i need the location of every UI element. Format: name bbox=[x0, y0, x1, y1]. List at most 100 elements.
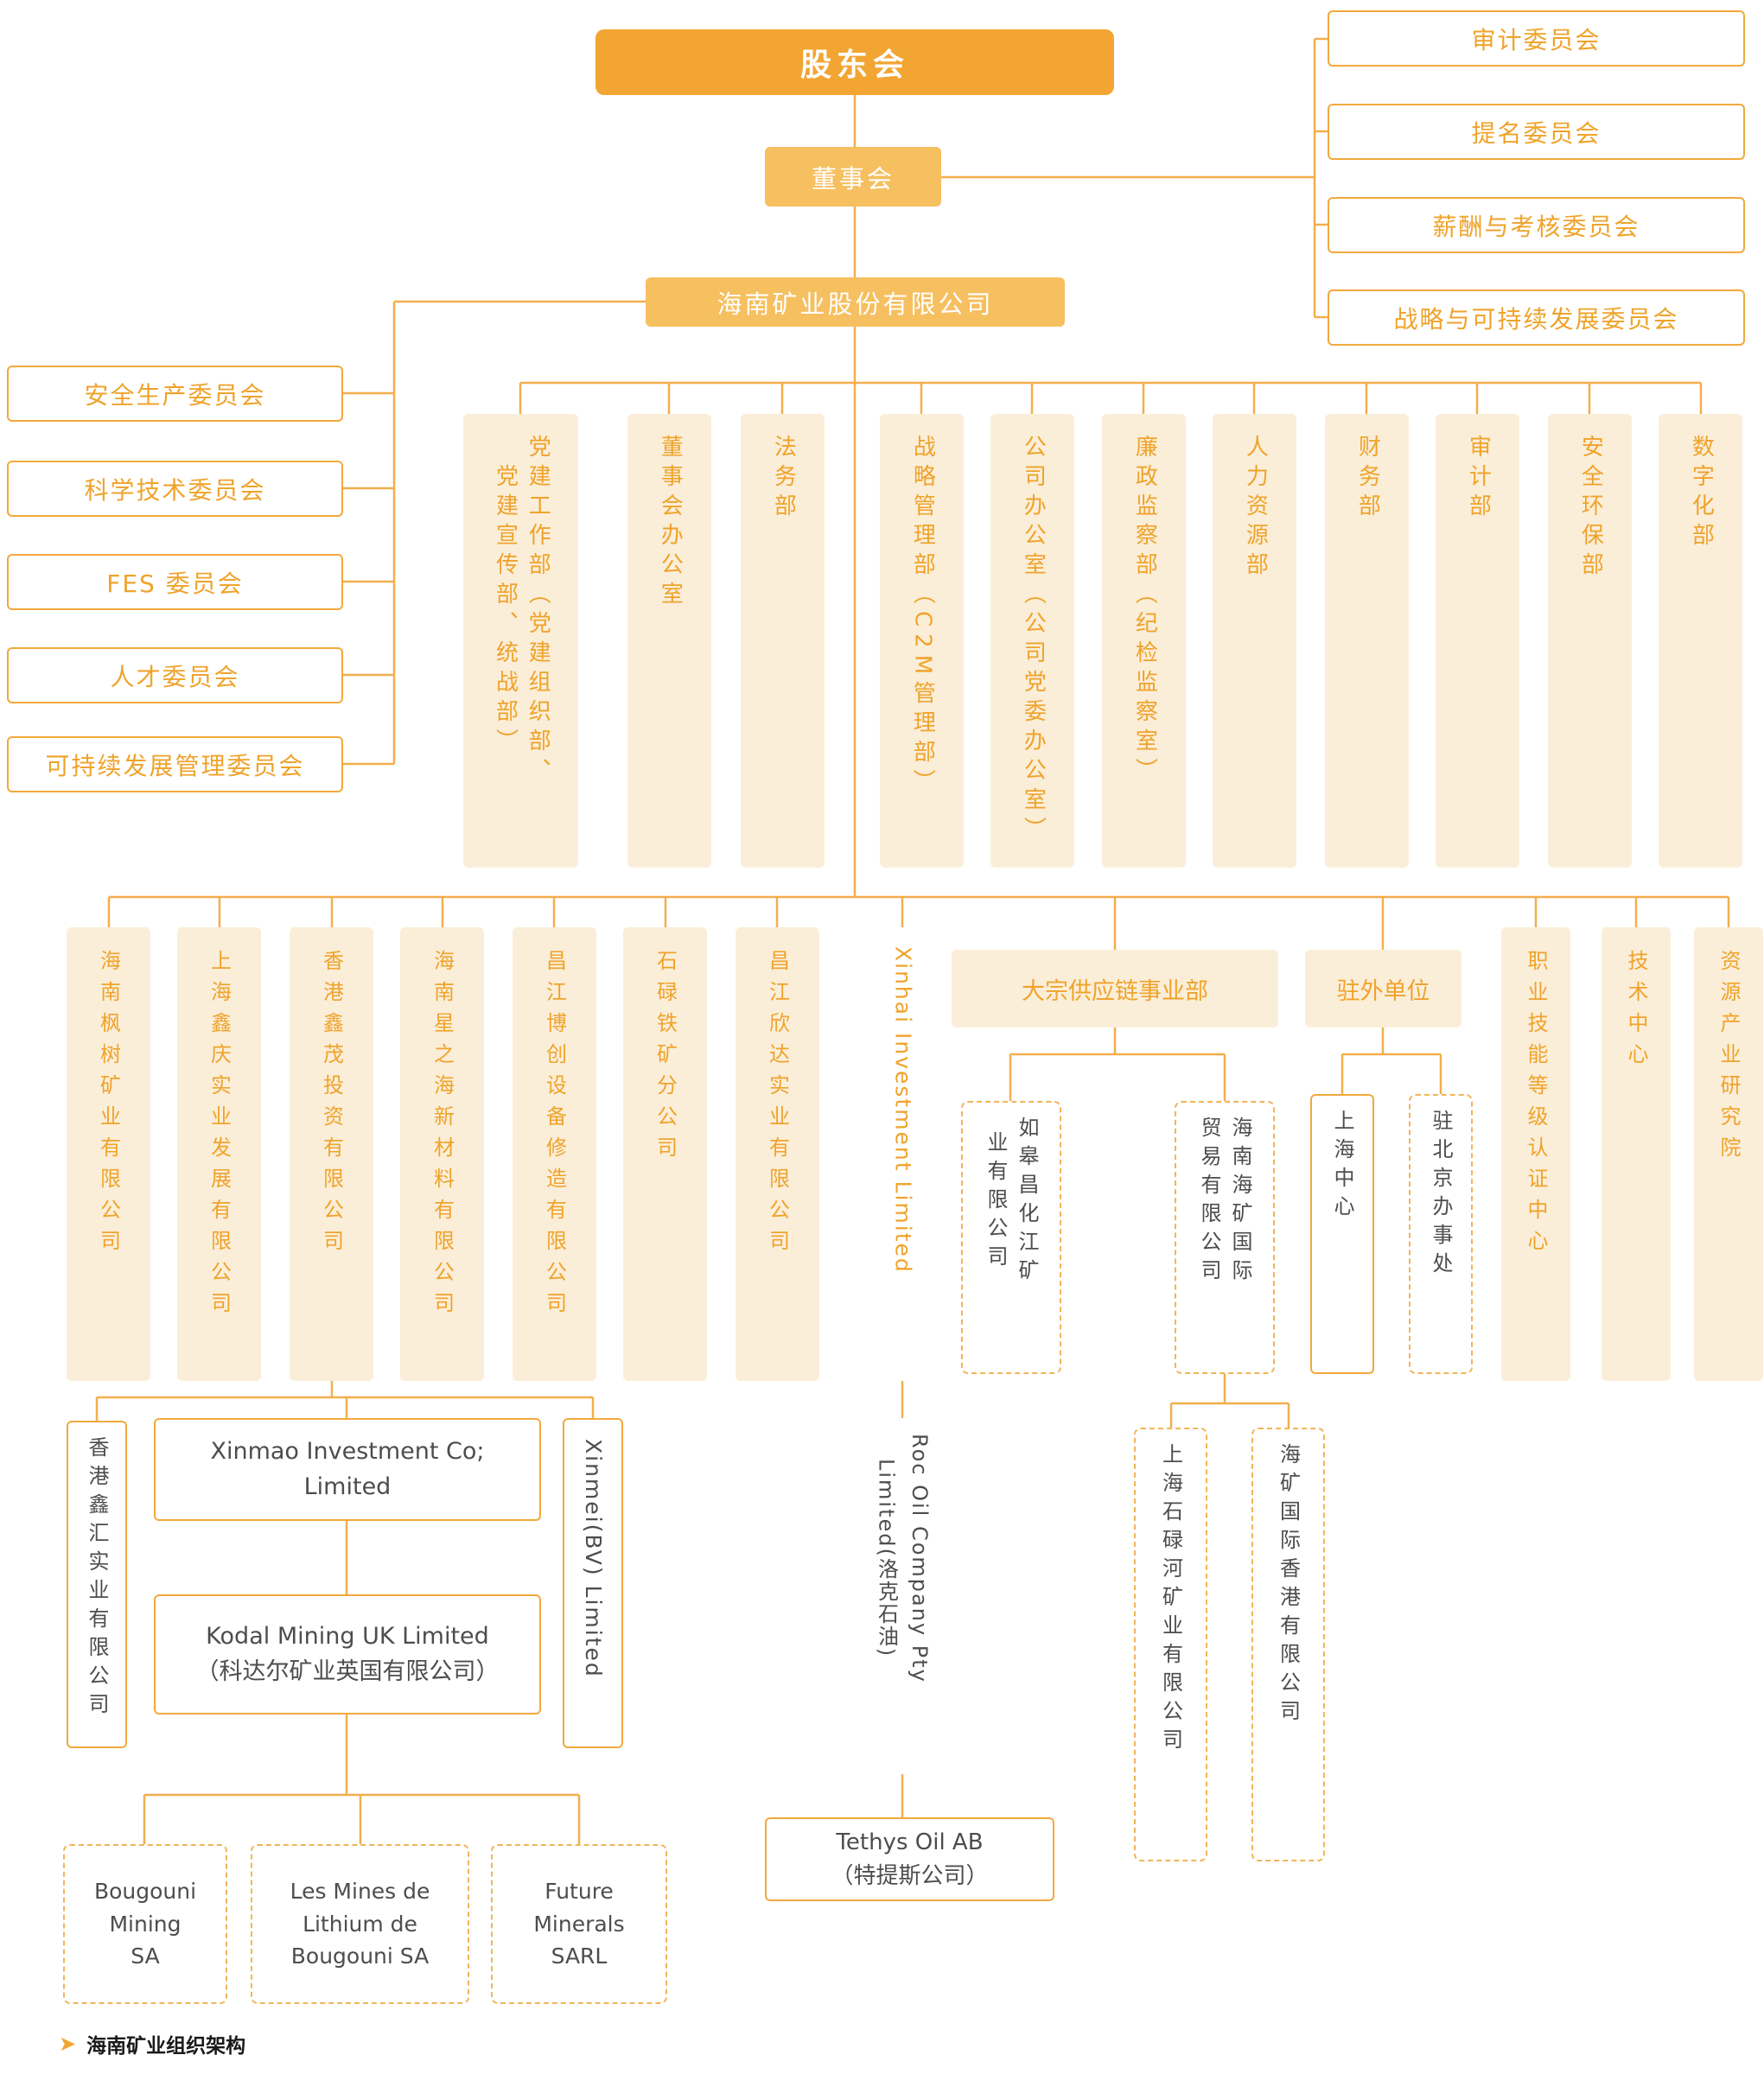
node-label: 职业技能等级认证中心 bbox=[1524, 950, 1548, 1261]
node-label: Les Mines de Lithium de Bougouni SA bbox=[290, 1879, 430, 1969]
node-label: 昌江博创设备修造有限公司 bbox=[542, 950, 567, 1323]
committee-nomination: 提名委员会 bbox=[1328, 104, 1745, 160]
dept-party-building: 党建工作部（党建组织部、 党建宣传部、统战部） bbox=[463, 414, 578, 868]
subsidiary-technology-center: 技术中心 bbox=[1602, 927, 1671, 1381]
node-label: 安全生产委员会 bbox=[84, 380, 266, 410]
unit-shanghai-center: 上海中心 bbox=[1310, 1094, 1374, 1374]
dept-strategy-management: 战略管理部（C2M管理部） bbox=[880, 414, 964, 868]
node-hainan-mining-company: 海南矿业股份有限公司 bbox=[646, 277, 1065, 327]
division-overseas-units: 驻外单位 bbox=[1305, 950, 1462, 1027]
company-xinmei-bv: Xinmei(BV) Limited bbox=[563, 1418, 623, 1748]
company-tethys-oil: Tethys Oil AB （特提斯公司） bbox=[765, 1817, 1054, 1901]
node-label: 人才委员会 bbox=[110, 662, 240, 691]
node-label: Kodal Mining UK Limited （科达尔矿业英国有限公司） bbox=[195, 1623, 500, 1685]
company-xinmao-investment: Xinmao Investment Co; Limited bbox=[154, 1418, 541, 1521]
node-label: 法务部 bbox=[770, 435, 797, 523]
node-label: 香港鑫汇实业有限公司 bbox=[85, 1436, 109, 1721]
subsidiary-resource-industry-institute: 资源产业研究院 bbox=[1694, 927, 1763, 1381]
company-shanghai-shiluhe-mining: 上海石碌河矿业有限公司 bbox=[1134, 1428, 1207, 1861]
node-label: 石碌铁矿分公司 bbox=[653, 950, 678, 1167]
node-label: 海南海矿国际 贸易有限公司 bbox=[1197, 1116, 1252, 1288]
node-label: 上海中心 bbox=[1330, 1110, 1354, 1224]
node-label: Roc Oil Company Pty Limited(洛克石油) bbox=[874, 1434, 932, 1683]
node-label: 廉政监察部（纪检监察室） bbox=[1131, 435, 1158, 787]
node-label: 上海石碌河矿业有限公司 bbox=[1158, 1443, 1183, 1757]
node-label: 驻北京办事处 bbox=[1429, 1110, 1453, 1281]
node-label: Bougouni Mining SA bbox=[93, 1879, 197, 1969]
company-les-mines-de-lithium: Les Mines de Lithium de Bougouni SA bbox=[251, 1844, 469, 2004]
node-label: 如皋昌化江矿 业有限公司 bbox=[984, 1116, 1039, 1288]
node-label: 提名委员会 bbox=[1471, 118, 1602, 148]
company-hk-xinhui-industrial: 香港鑫汇实业有限公司 bbox=[67, 1421, 127, 1748]
node-label: Xinmei(BV) Limited bbox=[580, 1439, 606, 1678]
node-label: 海南枫树矿业有限公司 bbox=[96, 950, 121, 1261]
dept-board-office: 董事会办公室 bbox=[627, 414, 711, 868]
node-label: 战略管理部（C2M管理部） bbox=[909, 435, 936, 799]
node-label: 海南矿业股份有限公司 bbox=[716, 289, 994, 319]
node-label: FES 委员会 bbox=[106, 569, 244, 598]
node-label: 资源产业研究院 bbox=[1716, 950, 1741, 1167]
company-kodal-mining-uk: Kodal Mining UK Limited （科达尔矿业英国有限公司） bbox=[154, 1594, 541, 1714]
node-label: 昌江欣达实业有限公司 bbox=[765, 950, 790, 1261]
unit-beijing-office: 驻北京办事处 bbox=[1409, 1094, 1473, 1374]
committee-talent: 人才委员会 bbox=[7, 647, 343, 703]
node-label: 财务部 bbox=[1354, 435, 1381, 523]
subsidiary-shilu-iron-mine-branch: 石碌铁矿分公司 bbox=[623, 927, 707, 1381]
node-label: 人力资源部 bbox=[1242, 435, 1269, 582]
node-label: 技术中心 bbox=[1624, 950, 1648, 1074]
node-label: Xinmao Investment Co; Limited bbox=[210, 1438, 485, 1500]
node-label: 党建工作部（党建组织部、 党建宣传部、统战部） bbox=[492, 435, 551, 787]
caption-text: 海南矿业组织架构 bbox=[86, 2035, 246, 2058]
committee-audit: 审计委员会 bbox=[1328, 10, 1745, 67]
node-shareholders-meeting: 股东会 bbox=[595, 29, 1114, 95]
node-label: Tethys Oil AB （特提斯公司） bbox=[831, 1829, 989, 1889]
company-bougouni-mining: Bougouni Mining SA bbox=[63, 1844, 227, 2004]
dept-legal: 法务部 bbox=[741, 414, 825, 868]
committee-remuneration-appraisal: 薪酬与考核委员会 bbox=[1328, 197, 1745, 253]
company-rugao-changhuajiang-mining: 如皋昌化江矿 业有限公司 bbox=[961, 1101, 1061, 1374]
company-hainan-haikuang-intl-trade: 海南海矿国际 贸易有限公司 bbox=[1175, 1101, 1275, 1374]
subsidiary-bochuang-equipment: 昌江博创设备修造有限公司 bbox=[513, 927, 596, 1381]
node-board-of-directors: 董事会 bbox=[765, 147, 941, 207]
dept-audit: 审计部 bbox=[1436, 414, 1519, 868]
subsidiary-xingzhihai-materials: 海南星之海新材料有限公司 bbox=[400, 927, 484, 1381]
subsidiary-skill-certification-center: 职业技能等级认证中心 bbox=[1501, 927, 1570, 1381]
node-label: 薪酬与考核委员会 bbox=[1432, 212, 1640, 241]
node-label: 驻外单位 bbox=[1336, 977, 1430, 1005]
node-label: 数字化部 bbox=[1688, 435, 1715, 552]
committee-fes: FES 委员会 bbox=[7, 554, 343, 610]
committee-safety-production: 安全生产委员会 bbox=[7, 366, 343, 422]
node-label: 董事会 bbox=[811, 163, 895, 194]
chart-caption: ➤ 海南矿业组织架构 bbox=[59, 2029, 245, 2058]
dept-finance: 财务部 bbox=[1325, 414, 1409, 868]
company-haikuang-intl-hongkong: 海矿国际香港有限公司 bbox=[1251, 1428, 1325, 1861]
node-label: 董事会办公室 bbox=[657, 435, 684, 611]
subsidiary-xinda-industrial: 昌江欣达实业有限公司 bbox=[736, 927, 819, 1381]
node-label: 股东会 bbox=[799, 48, 909, 83]
subsidiary-xinhai-investment: Xinhai Investment Limited bbox=[861, 927, 945, 1381]
division-bulk-supply-chain: 大宗供应链事业部 bbox=[952, 950, 1278, 1027]
node-label: 战略与可持续发展委员会 bbox=[1393, 304, 1679, 334]
subsidiary-xinqing-industrial: 上海鑫庆实业发展有限公司 bbox=[177, 927, 261, 1381]
node-label: 安全环保部 bbox=[1577, 435, 1604, 582]
node-label: 审计部 bbox=[1465, 435, 1492, 523]
node-label: 香港鑫茂投资有限公司 bbox=[319, 950, 344, 1261]
dept-integrity-supervision: 廉政监察部（纪检监察室） bbox=[1102, 414, 1186, 868]
committee-sustainable-development: 可持续发展管理委员会 bbox=[7, 736, 343, 792]
node-label: Future Minerals SARL bbox=[533, 1879, 625, 1969]
company-roc-oil: Roc Oil Company Pty Limited(洛克石油) bbox=[861, 1418, 945, 1774]
dept-company-office: 公司办公室（公司党委办公室） bbox=[990, 414, 1074, 868]
node-label: 大宗供应链事业部 bbox=[1022, 977, 1208, 1005]
node-label: 上海鑫庆实业发展有限公司 bbox=[207, 950, 232, 1323]
dept-digitalization: 数字化部 bbox=[1659, 414, 1742, 868]
node-label: 可持续发展管理委员会 bbox=[45, 751, 305, 780]
dept-safety-environment: 安全环保部 bbox=[1548, 414, 1632, 868]
company-future-minerals: Future Minerals SARL bbox=[491, 1844, 667, 2004]
node-label: 科学技术委员会 bbox=[84, 475, 266, 505]
node-label: 海矿国际香港有限公司 bbox=[1276, 1443, 1301, 1728]
committee-strategy-sustainability: 战略与可持续发展委员会 bbox=[1328, 289, 1745, 346]
node-label: 海南星之海新材料有限公司 bbox=[430, 950, 455, 1323]
dept-human-resources: 人力资源部 bbox=[1213, 414, 1296, 868]
committee-science-technology: 科学技术委员会 bbox=[7, 461, 343, 517]
